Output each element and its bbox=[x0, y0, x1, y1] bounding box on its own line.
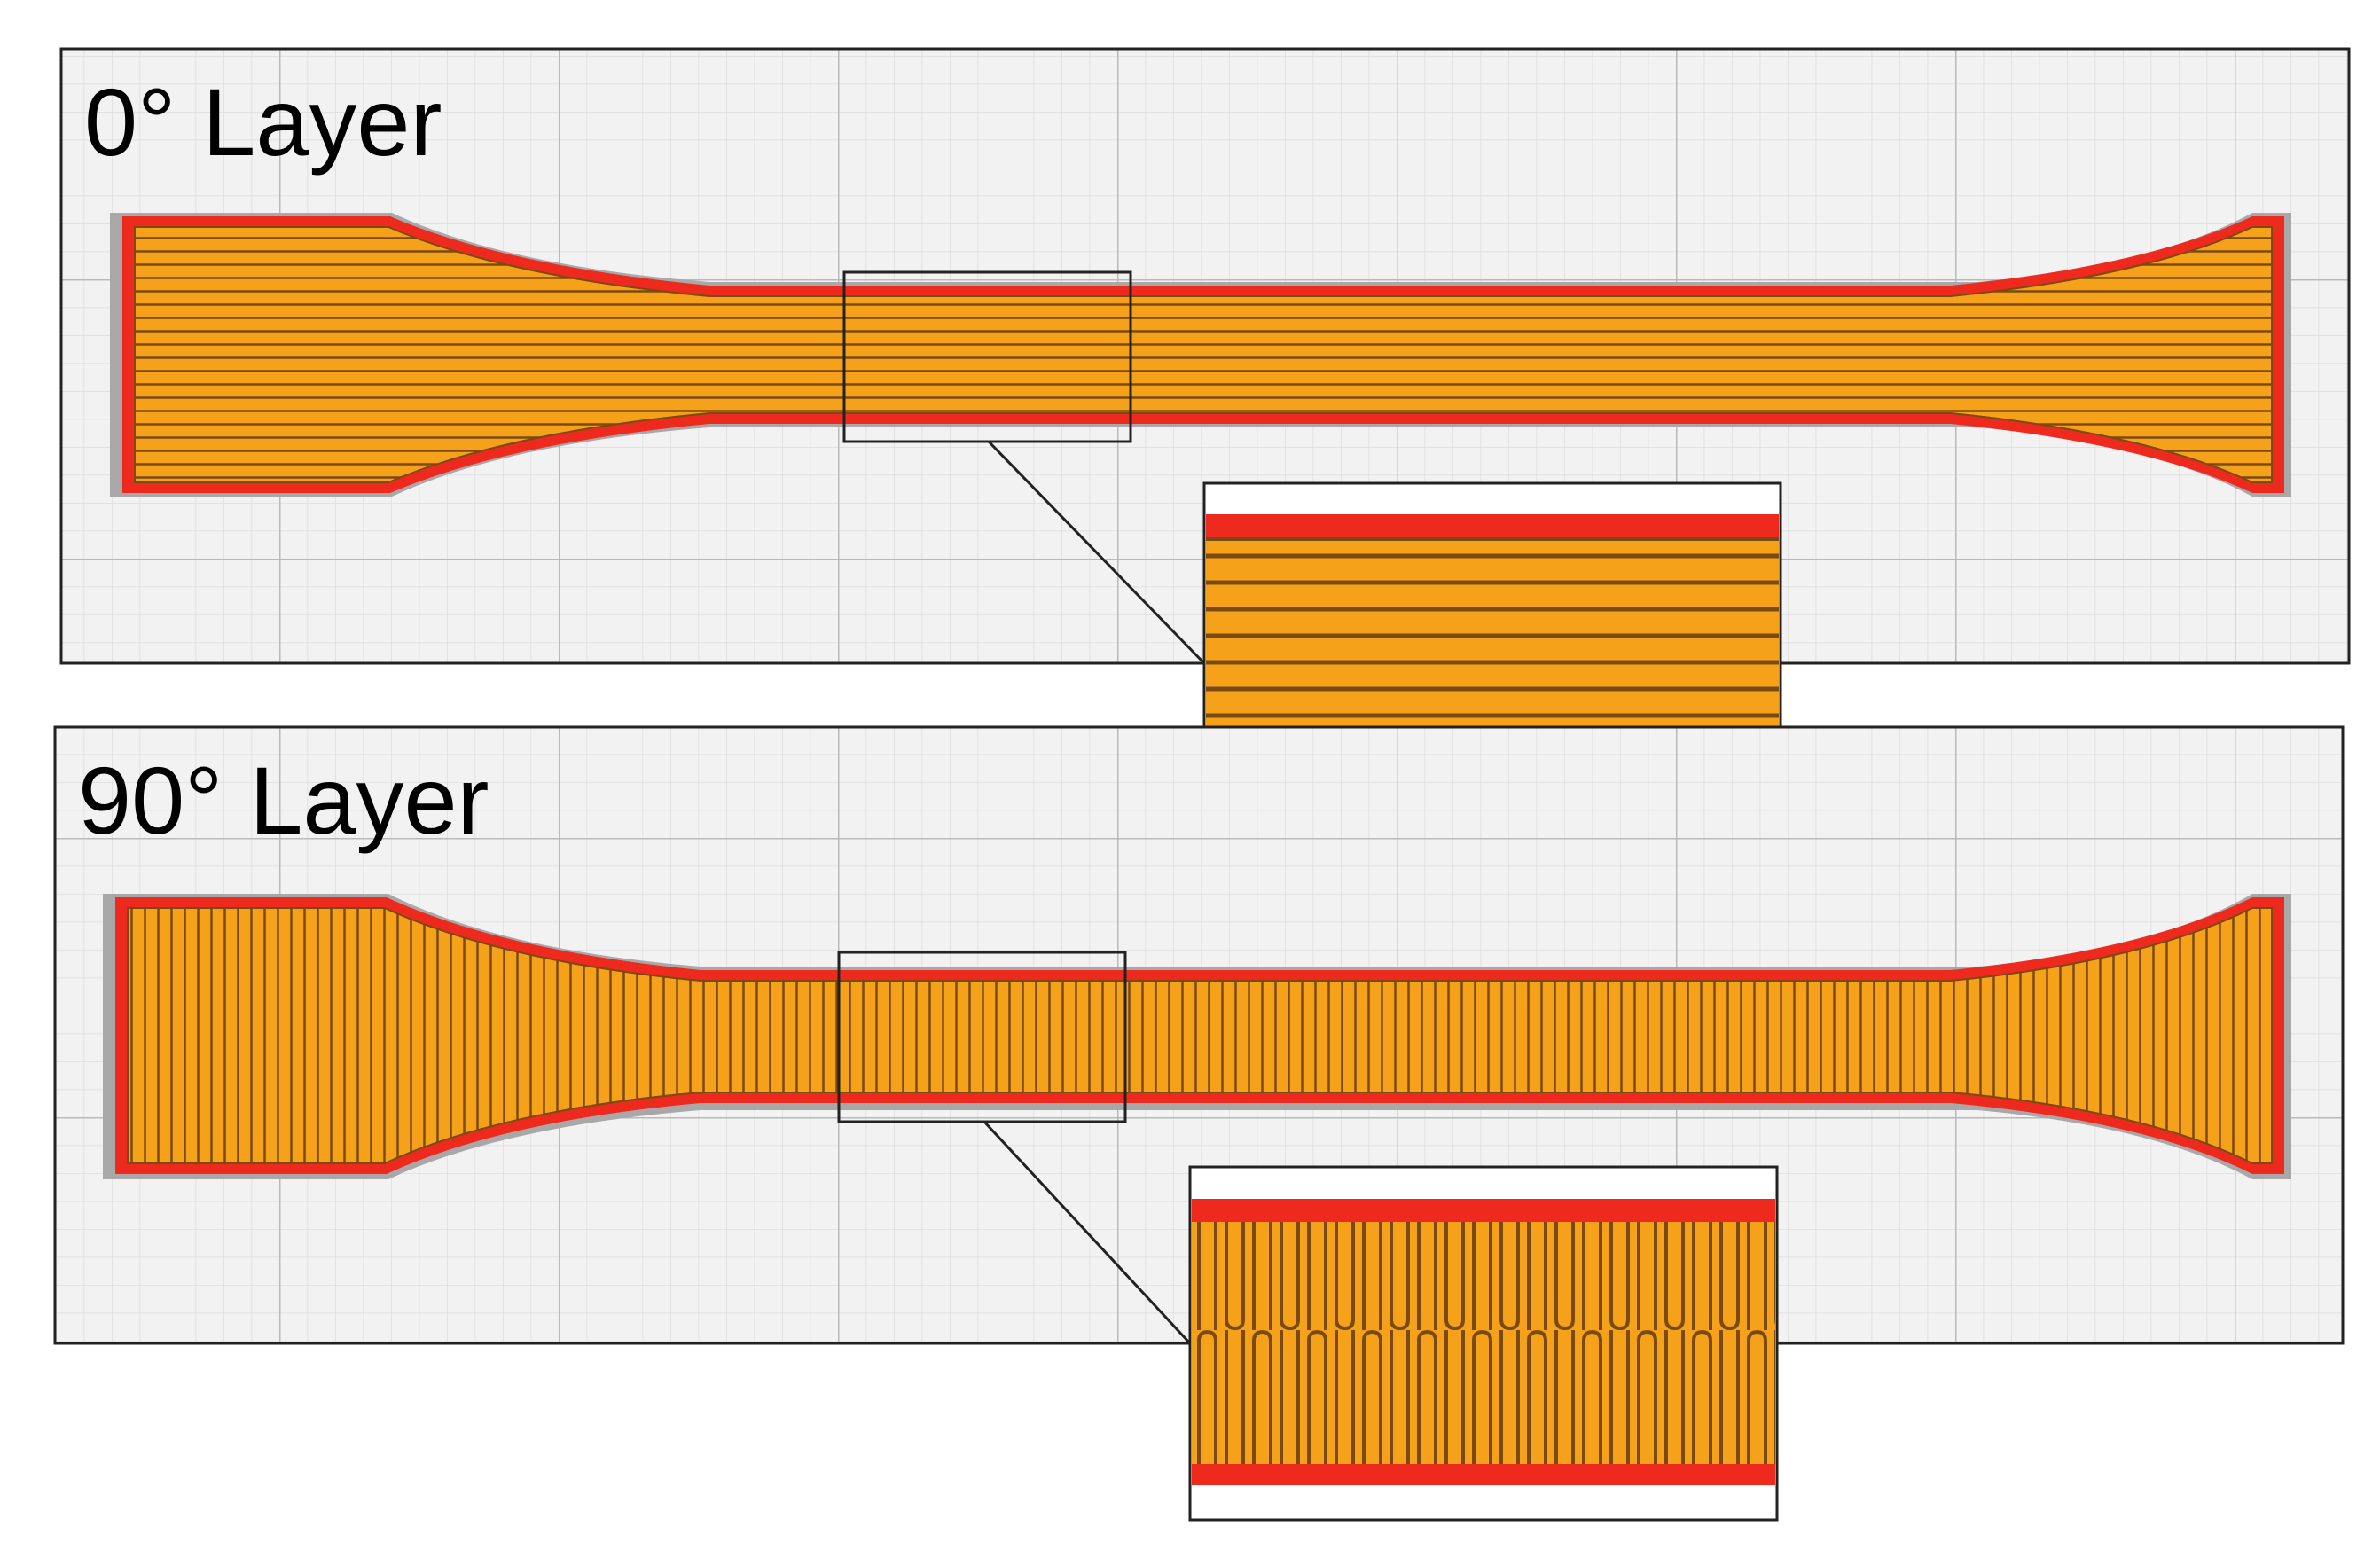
specimen-infill-bottom bbox=[127, 907, 2273, 1164]
zoom-region-bottom bbox=[837, 951, 1127, 1123]
specimen-infill-top bbox=[134, 226, 2273, 483]
zoom-connector-bottom bbox=[983, 1120, 1192, 1345]
zoom-connector-top bbox=[987, 440, 1206, 665]
layer-title-top: 0° Layer bbox=[84, 68, 442, 176]
zoom-region-top bbox=[842, 270, 1132, 443]
layer-title-bottom: 90° Layer bbox=[78, 747, 489, 854]
zoom-inset-bottom bbox=[1188, 1165, 1779, 1522]
top-panel: 0° Layer bbox=[59, 47, 2351, 835]
bottom-panel: 90° Layer bbox=[53, 725, 2345, 1522]
